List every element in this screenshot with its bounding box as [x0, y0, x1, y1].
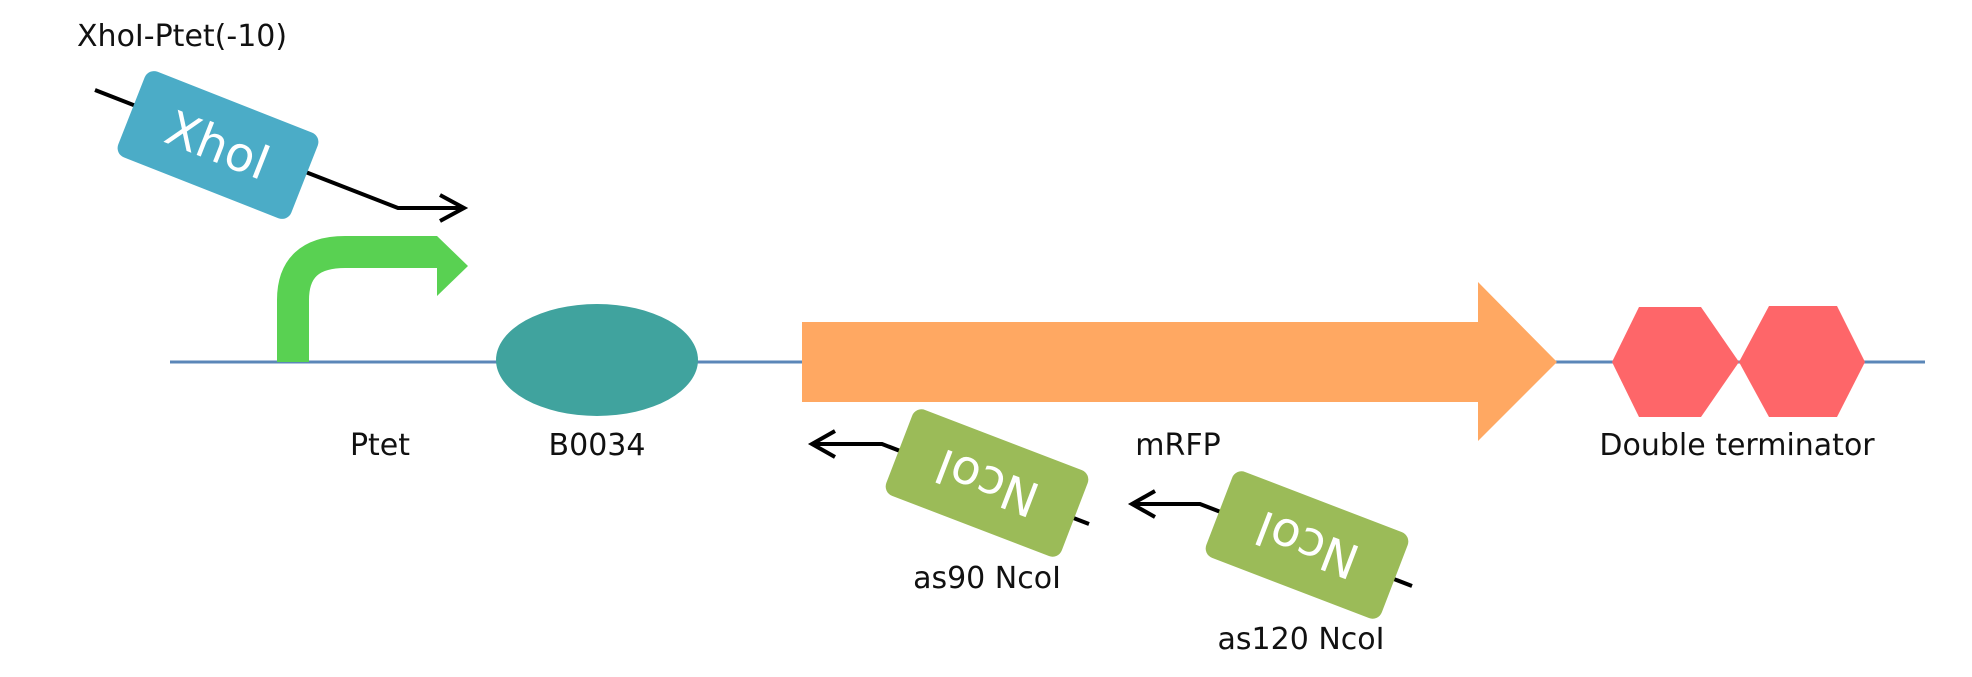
double-terminator-glyph: [1612, 306, 1865, 417]
label-b0034: B0034: [549, 428, 646, 463]
primer-forward-arrowhead: [439, 193, 469, 223]
label-ptet: Ptet: [350, 428, 410, 463]
label-as120-ncoi: as120 NcoI: [1218, 622, 1385, 657]
promoter-ptet-glyph: [277, 236, 468, 362]
label-double-terminator: Double terminator: [1599, 428, 1875, 463]
as120-ncoi-reverse-primer: NcoI as120 NcoI: [1127, 471, 1413, 657]
as120-primer-arrowhead: [1127, 489, 1156, 519]
label-mrfp: mRFP: [1135, 428, 1220, 463]
label-as90-ncoi: as90 NcoI: [913, 561, 1061, 596]
xhoi-site-box: XhoI: [117, 71, 319, 219]
primer-forward-title: XhoI-Ptet(-10): [77, 19, 287, 54]
as90-ncoi-reverse-primer: NcoI as90 NcoI: [807, 409, 1090, 596]
cds-mrfp-arrow: [802, 282, 1557, 441]
as90-primer-arrowhead: [807, 429, 836, 459]
as120-ncoi-site-box: NcoI: [1205, 471, 1409, 619]
rbs-b0034-glyph: [496, 304, 698, 416]
xhoi-forward-primer: XhoI-Ptet(-10) XhoI: [77, 19, 469, 223]
as90-ncoi-site-box: NcoI: [885, 409, 1089, 557]
